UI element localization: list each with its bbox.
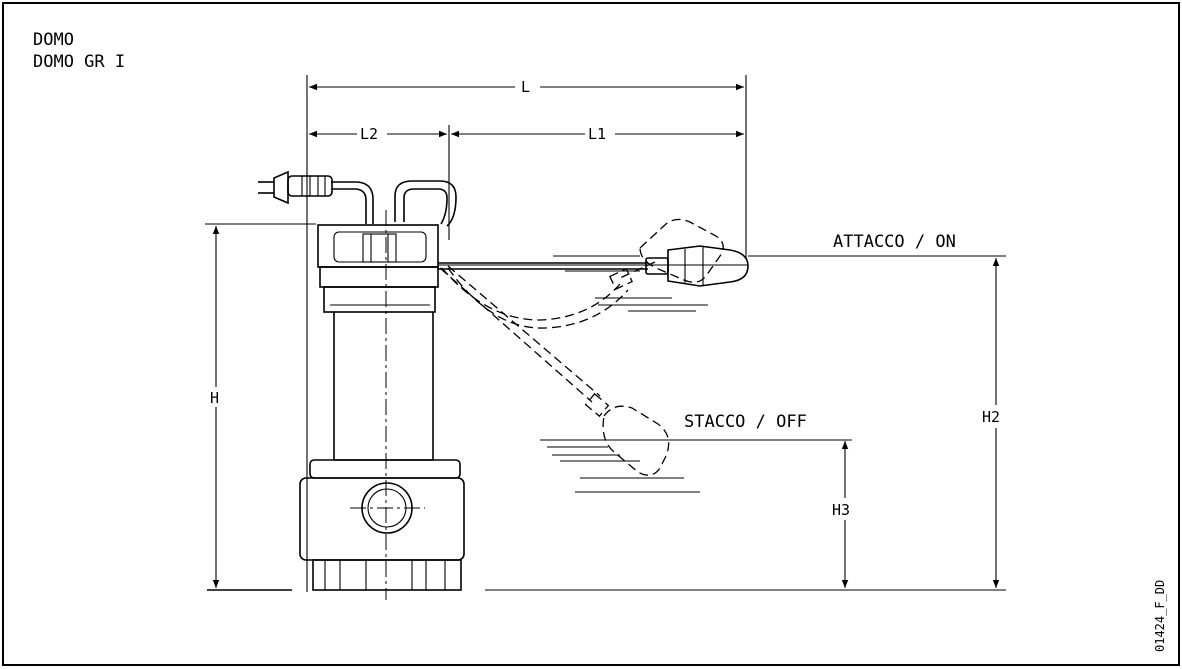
- level-on-label: ATTACCO / ON: [833, 232, 956, 252]
- dimension-L2-label: L2: [360, 125, 378, 143]
- title-line-1: DOMO: [33, 30, 74, 50]
- dimension-H2-label: H2: [982, 408, 1000, 426]
- dimension-L-label: L: [521, 78, 530, 96]
- pump-body: [299, 180, 465, 600]
- water-level-off: [540, 439, 852, 493]
- dimension-H3: H3: [832, 441, 850, 588]
- dimension-H-label: H: [210, 389, 219, 407]
- drawing-code: 01424_F_DD: [1153, 580, 1167, 652]
- dimension-H2: H2: [748, 255, 1006, 588]
- dimension-H3-label: H3: [832, 501, 850, 519]
- water-level-on: [438, 255, 748, 312]
- dimension-L2: L2: [309, 125, 450, 240]
- dimension-L: L: [306, 75, 747, 592]
- title-line-2: DOMO GR I: [33, 52, 125, 72]
- plug-icon: [258, 170, 333, 205]
- level-off-label: STACCO / OFF: [684, 412, 807, 432]
- dimension-L1: L1: [451, 125, 744, 143]
- power-cable: [258, 170, 374, 224]
- dimension-H: H: [205, 223, 316, 588]
- float-switch: [438, 218, 749, 476]
- dimension-L1-label: L1: [588, 125, 606, 143]
